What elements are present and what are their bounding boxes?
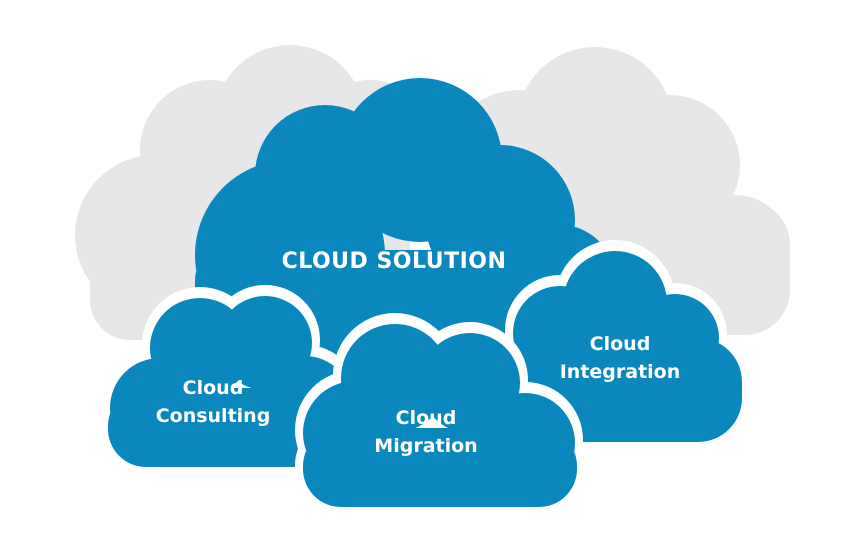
- consulting-cloud: [100, 285, 360, 475]
- consulting-line1: Cloud: [183, 377, 244, 399]
- migration-line1: Cloud: [396, 407, 457, 429]
- migration-cloud: [295, 313, 585, 515]
- main-cloud-label: CLOUD SOLUTION: [282, 249, 507, 274]
- integration-line1: Cloud: [590, 333, 651, 355]
- migration-line2: Migration: [374, 435, 477, 457]
- integration-line2: Integration: [560, 361, 681, 383]
- consulting-line2: Consulting: [156, 405, 271, 427]
